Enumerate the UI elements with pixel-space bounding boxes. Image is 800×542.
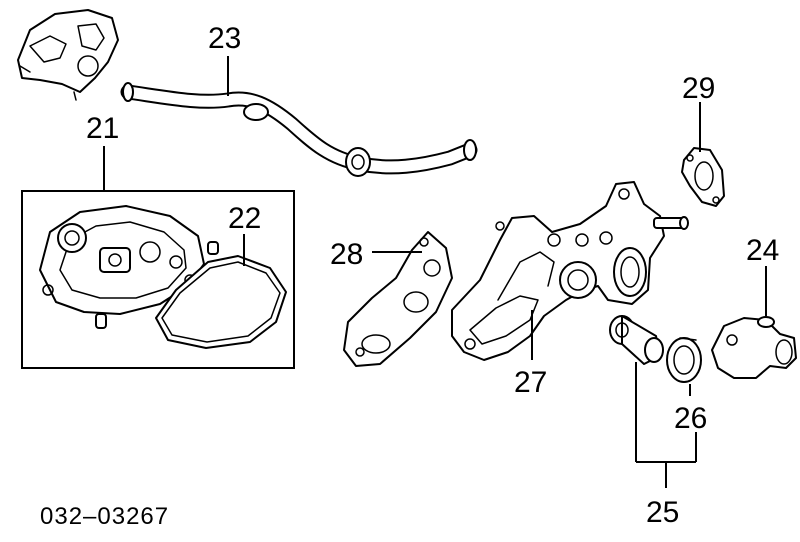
callout-25: 25 — [646, 496, 679, 529]
engine-block-fragment — [17, 9, 119, 101]
callout-21: 21 — [86, 112, 119, 145]
callout-29: 29 — [682, 72, 715, 105]
callout-26: 26 — [674, 402, 707, 435]
thermostat — [609, 315, 664, 365]
thermostat-cover — [711, 316, 797, 379]
water-pump — [39, 205, 219, 329]
callout-27: 27 — [514, 366, 547, 399]
assembly-box — [21, 190, 295, 369]
callout-22: 22 — [228, 202, 261, 235]
water-passage — [451, 181, 689, 361]
callout-28: 28 — [330, 238, 363, 271]
callout-23: 23 — [208, 22, 241, 55]
pump-gasket — [155, 255, 287, 349]
thermostat-seal — [666, 337, 702, 383]
callout-24: 24 — [746, 234, 779, 267]
outlet-gasket — [681, 147, 725, 207]
manifold-gasket — [343, 231, 453, 367]
diagram-code: 032–03267 — [40, 503, 169, 530]
leader-lines — [103, 56, 767, 488]
water-pipe — [120, 82, 478, 177]
